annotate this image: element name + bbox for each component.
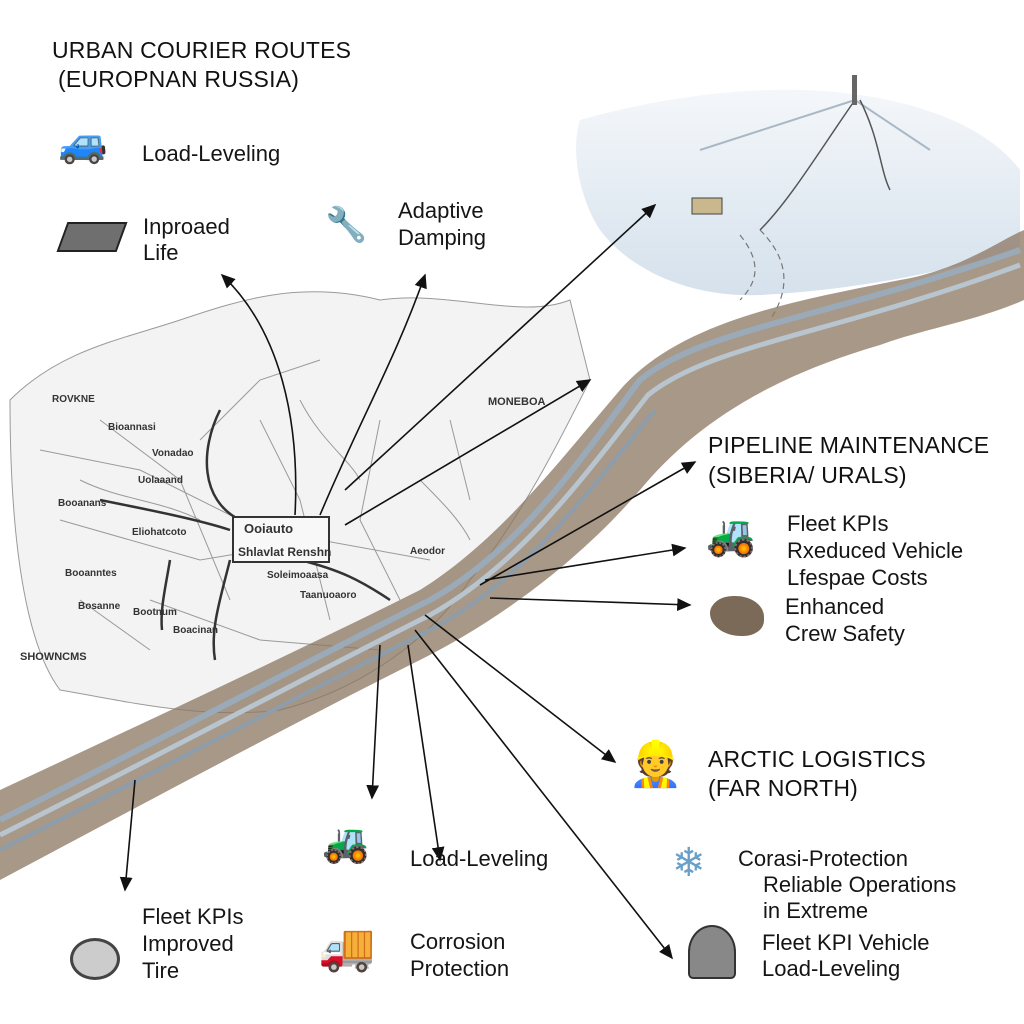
cold-weather-suit-icon (688, 925, 736, 979)
shock-absorber-icon: 🔧 (325, 206, 368, 244)
digger-icon: 🚜 (322, 823, 370, 865)
inproaed-label-2: Life (143, 240, 179, 265)
map-label-city: Ooiauto (244, 521, 294, 536)
tire-label-1: Fleet KPIs (142, 904, 244, 929)
arctic-worker-icon: 👷 (628, 740, 683, 789)
map-label: Bioannasi (108, 422, 156, 433)
map-label: Vonadao (152, 448, 194, 459)
corrosion-label-1: Corrosion (410, 929, 506, 954)
fleet-vehicle-label-1: Fleet KPI Vehicle (762, 930, 930, 955)
map-label: Booanntes (65, 568, 117, 579)
map-label: ROVKNE (52, 394, 95, 405)
map-label: Aeodor (410, 546, 445, 557)
map-label: Boacinan (173, 625, 219, 636)
snowflake-ice-icon: ❄ (672, 841, 706, 885)
arctic-snow-landscape (576, 75, 1020, 321)
urban-section-subtitle: (EUROPNAN RUSSIA) (58, 66, 300, 92)
load-leveling-bottom-label: Load-Leveling (410, 846, 549, 871)
corrosion-label-2: Protection (410, 956, 510, 981)
map-label: Uolaaand (138, 475, 184, 486)
mud-splash-icon (710, 596, 764, 636)
fleet-kpis-label-3: Lfespae Costs (787, 565, 928, 590)
map-label: Taanuoaoro (300, 590, 357, 601)
tire-icon (70, 938, 120, 980)
map-routes (99, 409, 391, 661)
arctic-section-title: ARCTIC LOGISTICS (708, 746, 926, 772)
pipeline-section-title: PIPELINE MAINTENANCE (708, 432, 990, 458)
map-label-city: Shlavlat Renshn (238, 545, 332, 559)
map-label: Bosanne (78, 601, 121, 612)
map-label: Bootnum (133, 607, 177, 618)
map-label: MONEBOA (488, 396, 546, 408)
fleet-vehicle-label-2: Load-Leveling (762, 956, 901, 981)
fleet-kpis-label-1: Fleet KPIs (787, 511, 889, 536)
corasi-label-1: Corasi-Protection (738, 846, 908, 871)
urban-section-title: URBAN COURIER ROUTES (52, 37, 352, 63)
excavator-icon: 🚜 (706, 514, 756, 558)
crew-safety-label-2: Crew Safety (785, 621, 905, 646)
map-label: Eliohatcoto (132, 527, 187, 538)
map-label: SHOWNCMS (20, 651, 87, 663)
corasi-label-3: in Extreme (763, 898, 869, 923)
load-leveling-top-label: Load-Leveling (142, 141, 281, 166)
crew-safety-label-1: Enhanced (785, 594, 885, 619)
tire-label-3: Tire (142, 958, 180, 983)
connector-arrows (119, 203, 697, 960)
corasi-label-2: Reliable Operations (763, 872, 957, 897)
car-icon: 🚙 (58, 121, 108, 165)
map-label: Booanans (58, 498, 107, 509)
arctic-section-subtitle: (FAR NORTH) (708, 775, 858, 801)
map-label: Soleimoaasa (267, 570, 329, 581)
dump-truck-icon: 🚚 (318, 921, 376, 973)
pipeline-corridor (0, 230, 1024, 880)
tire-label-2: Improved (142, 931, 234, 956)
adaptive-label-1: Adaptive (398, 198, 484, 223)
pipeline-section-subtitle: (SIBERIA/ URALS) (708, 462, 907, 488)
road-surface-icon (56, 222, 128, 252)
inproaed-label-1: Inproaed (143, 214, 230, 239)
fleet-kpis-label-2: Rxeduced Vehicle (787, 538, 964, 563)
adaptive-label-2: Damping (398, 225, 487, 250)
highlighted-city-box (232, 516, 330, 563)
